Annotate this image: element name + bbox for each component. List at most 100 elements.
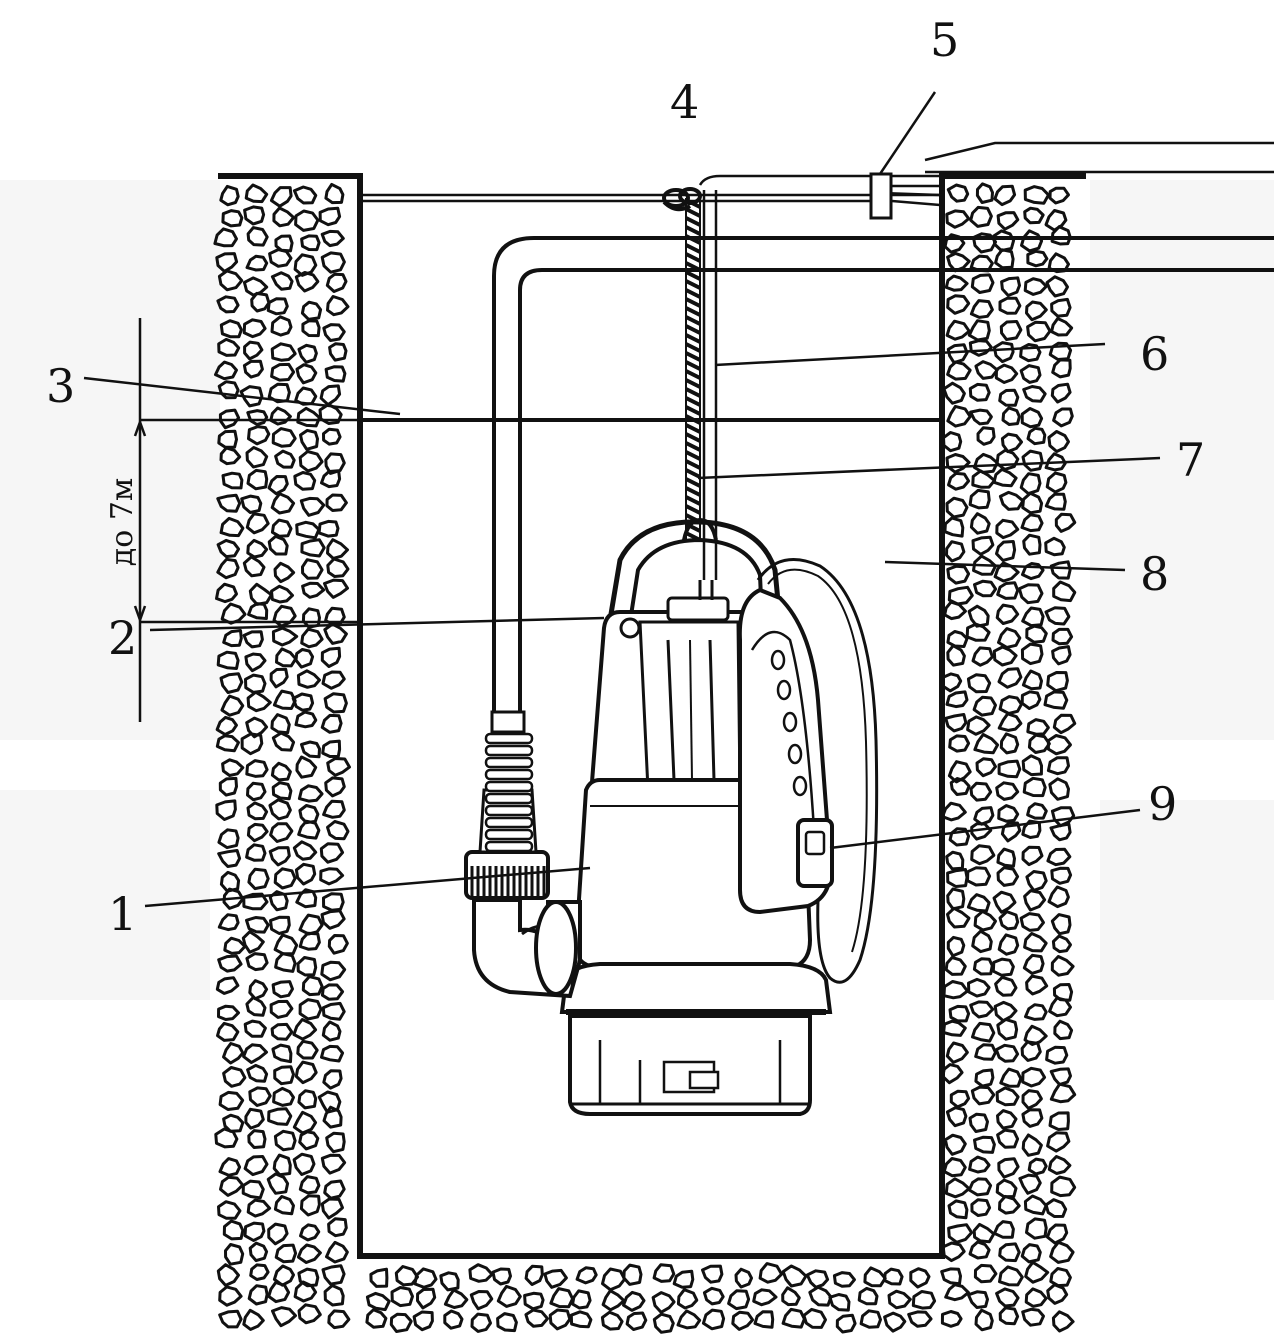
power-cable	[702, 190, 718, 580]
gravel-stone	[972, 232, 998, 254]
gravel-stone	[1048, 996, 1072, 1018]
rope-strand	[685, 477, 701, 488]
gravel-stone	[326, 557, 350, 578]
gravel-stone	[216, 493, 242, 513]
gravel-stone	[216, 650, 240, 670]
gravel-stone	[245, 446, 269, 469]
gravel-stone	[293, 1280, 318, 1303]
gravel-stone	[1050, 866, 1073, 885]
gravel-stone	[273, 1195, 295, 1216]
gravel-stone	[250, 291, 271, 313]
gravel-stone	[972, 452, 999, 474]
gravel-stone	[1000, 432, 1023, 454]
gravel-stone	[244, 1107, 265, 1130]
depth-label: до 7м	[105, 478, 140, 567]
strap-hole	[792, 775, 808, 797]
gravel-stone	[242, 630, 264, 649]
gravel-stone	[326, 820, 350, 841]
gravel-stone	[992, 229, 1016, 253]
gravel-stone	[1021, 1133, 1043, 1157]
gravel-stone	[652, 1312, 675, 1334]
gravel-stone	[295, 755, 318, 779]
gravel-stone	[911, 1290, 937, 1310]
gravel-stone	[1052, 580, 1077, 603]
gravel-stone	[243, 1019, 267, 1038]
gravel-stone	[1052, 983, 1074, 1002]
gravel-stone	[222, 629, 243, 648]
rope-strand	[685, 504, 701, 515]
adaptor-rib	[484, 768, 534, 781]
gravel-stone	[247, 425, 271, 446]
gravel-stone	[995, 1086, 1020, 1107]
gravel-stone	[968, 1155, 991, 1174]
gravel-stone	[997, 933, 1020, 956]
gravel-stone	[941, 801, 967, 822]
rope-strand	[685, 414, 701, 425]
gravel-stone	[945, 540, 966, 563]
gravel-stone	[220, 694, 245, 717]
gravel-stone	[973, 909, 997, 932]
gravel-stone	[222, 1113, 245, 1133]
gravel-stone	[246, 538, 269, 559]
gravel-stone	[1045, 275, 1069, 298]
rope-strand	[685, 288, 701, 299]
gravel-stone	[268, 846, 291, 867]
rope-strand	[685, 351, 701, 362]
gravel-stone	[731, 1310, 755, 1331]
gravel-stone	[270, 362, 296, 382]
gravel-stone	[998, 1306, 1020, 1326]
gravel-stone	[947, 585, 974, 606]
gravel-stone	[946, 868, 969, 888]
gravel-stone	[753, 1310, 775, 1329]
gravel-stone	[996, 1109, 1018, 1130]
gravel-stone	[1054, 512, 1077, 533]
gravel-stone	[676, 1288, 699, 1310]
gravel-stone	[966, 1290, 989, 1309]
gravel-stone	[273, 561, 296, 584]
gravel-stone	[1019, 912, 1045, 932]
gravel-stone	[326, 538, 349, 560]
gravel-stone	[947, 1223, 974, 1244]
gravel-stone	[496, 1312, 518, 1333]
gravel-stone	[221, 471, 244, 490]
gravel-stone	[944, 274, 969, 292]
gravel-stone	[245, 512, 270, 535]
gravel-stone	[249, 1263, 270, 1281]
gravel-stone	[1027, 733, 1051, 754]
gravel-stone	[245, 716, 269, 739]
gravel-stone	[246, 1198, 272, 1218]
gravel-stone	[245, 843, 267, 862]
gravel-stone	[971, 469, 996, 489]
gravel-stone	[319, 842, 345, 864]
gravel-stone	[321, 739, 342, 758]
gravel-stone	[247, 867, 270, 891]
gravel-stone	[468, 1263, 494, 1283]
gravel-stone	[1023, 277, 1048, 296]
gravel-stone	[274, 1243, 298, 1264]
gravel-stone	[365, 1308, 388, 1329]
gravel-stone	[946, 404, 972, 428]
gravel-stone	[701, 1308, 726, 1331]
gravel-stone	[266, 1172, 290, 1195]
gravel-stone	[320, 229, 345, 248]
gravel-stone	[275, 647, 298, 668]
gravel-stone	[1019, 472, 1042, 496]
gravel-stone	[246, 690, 272, 713]
gravel-stone	[1051, 934, 1072, 954]
gravel-stone	[1019, 343, 1042, 363]
gravel-stone	[324, 365, 347, 383]
gravel-stone	[242, 1308, 265, 1331]
gravel-stone	[328, 342, 348, 362]
gravel-stone	[967, 1177, 993, 1197]
gravel-stone	[1020, 642, 1044, 666]
gravel-stone	[1050, 382, 1072, 404]
gravel-stone	[805, 1269, 830, 1289]
gravel-stone	[758, 1262, 784, 1284]
gravel-stone	[1049, 1082, 1077, 1104]
gravel-stone	[243, 205, 266, 226]
gravel-stone	[267, 534, 289, 556]
gravel-stone	[214, 1127, 239, 1149]
gravel-stone	[1044, 1198, 1068, 1218]
gravel-stone	[1021, 1089, 1043, 1110]
leader-lines	[83, 91, 1161, 908]
